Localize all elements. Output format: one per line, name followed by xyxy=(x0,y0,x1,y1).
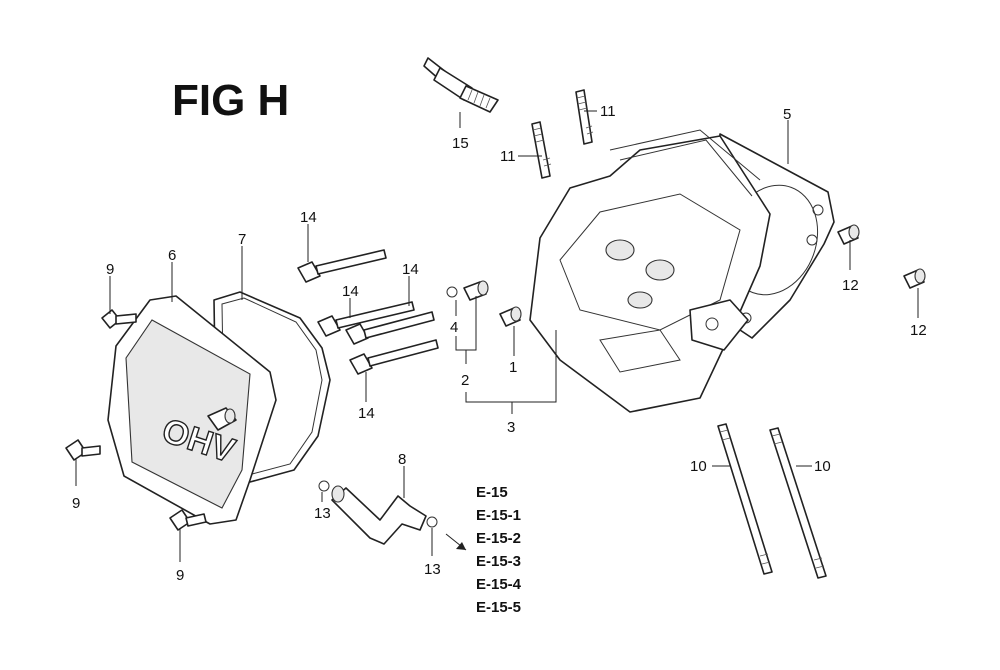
cylinder-head xyxy=(529,129,771,413)
valve-cover: OHV xyxy=(107,295,277,525)
tube-clamp-2 xyxy=(426,516,438,528)
leader-lines xyxy=(75,110,919,562)
callout-15: 15 xyxy=(452,135,469,152)
callout-6: 6 xyxy=(168,247,176,264)
callout-10-left: 10 xyxy=(690,458,707,475)
callout-14-fourth: 14 xyxy=(358,405,375,422)
callout-2: 2 xyxy=(461,372,469,389)
head-bolt-2 xyxy=(317,301,415,337)
reference-item: E-15-4 xyxy=(476,576,522,593)
tube-clamp-1 xyxy=(318,480,330,492)
callout-5: 5 xyxy=(783,106,791,123)
callout-9-top: 9 xyxy=(106,261,114,278)
callout-12-first: 12 xyxy=(842,277,859,294)
stud-bolt-upper xyxy=(575,89,594,145)
figure-title: FIG H xyxy=(172,76,289,125)
reference-item: E-15-3 xyxy=(476,553,521,570)
head-bolt-3 xyxy=(345,311,435,345)
callout-11-upper: 11 xyxy=(600,103,616,120)
breather-tube xyxy=(331,485,427,545)
callout-12-second: 12 xyxy=(910,322,927,339)
cover-bolt-top xyxy=(101,309,137,329)
long-stud-left xyxy=(717,423,773,575)
callout-1: 1 xyxy=(509,359,517,376)
valve-guide-small xyxy=(463,280,489,301)
callout-14-third: 14 xyxy=(402,261,419,278)
callout-3: 3 xyxy=(507,419,515,436)
head-bolt-4 xyxy=(349,339,439,375)
callout-9-left: 9 xyxy=(72,495,80,512)
reference-item: E-15 xyxy=(476,484,508,501)
reference-item: E-15-1 xyxy=(476,507,521,524)
callout-7: 7 xyxy=(238,231,246,248)
callout-10-right: 10 xyxy=(814,458,831,475)
plug-cap-1 xyxy=(837,224,860,245)
cover-bolt-bottom xyxy=(169,509,207,531)
plug-cap-2 xyxy=(903,268,926,289)
clip-ring xyxy=(446,286,458,298)
valve-guide xyxy=(499,306,522,327)
callout-labels: 15 11 11 5 12 12 9 6 7 14 14 14 14 4 1 2… xyxy=(72,103,927,584)
head-bolt-1 xyxy=(297,249,387,283)
callout-9-bottom: 9 xyxy=(176,567,184,584)
reference-item: E-15-2 xyxy=(476,530,521,547)
long-stud-right xyxy=(769,427,827,579)
reference-list: E-15 E-15-1 E-15-2 E-15-3 E-15-4 E-15-5 xyxy=(476,484,522,616)
callout-14-first: 14 xyxy=(300,209,317,226)
callout-11-lower: 11 xyxy=(500,148,516,165)
callout-13-second: 13 xyxy=(424,561,441,578)
callout-13-first: 13 xyxy=(314,505,331,522)
reference-item: E-15-5 xyxy=(476,599,521,616)
spark-plug xyxy=(423,57,499,113)
stud-bolt-lower xyxy=(531,121,552,179)
callout-4: 4 xyxy=(450,319,458,336)
cover-bolt-left xyxy=(65,439,101,461)
callout-14-second: 14 xyxy=(342,283,359,300)
callout-8: 8 xyxy=(398,451,406,468)
